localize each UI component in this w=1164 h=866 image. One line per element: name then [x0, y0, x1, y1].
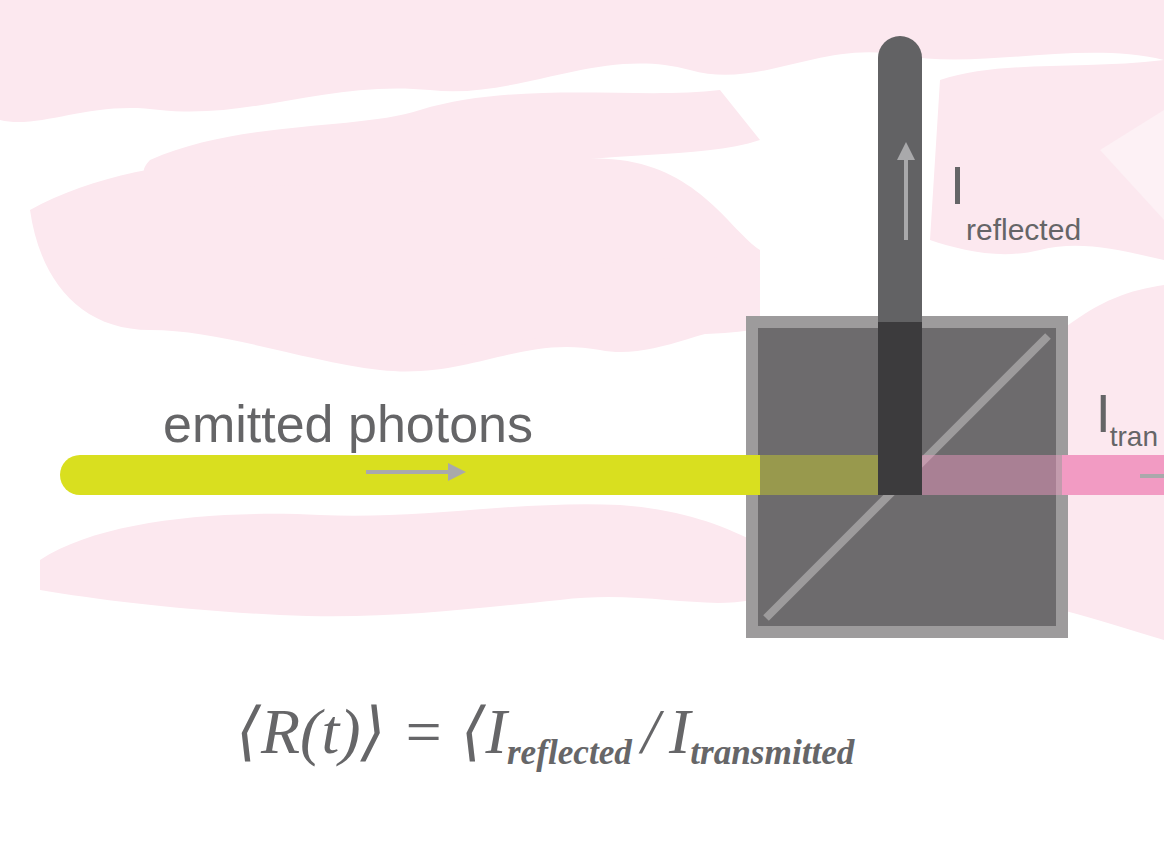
intensity-symbol: I: [1096, 386, 1111, 440]
formula-subscript: transmitted: [690, 735, 854, 770]
intensity-symbol: I: [950, 158, 965, 212]
formula-subscript: reflected: [507, 735, 632, 770]
formula-symbol: I: [669, 700, 690, 764]
intensity-subscript: reflected: [966, 215, 1081, 245]
formula-text: ⟨R(t)⟩ = ⟨: [236, 700, 486, 764]
formula-symbol: I: [486, 700, 507, 764]
reflected-beam: [878, 36, 922, 322]
beam-label: emitted photons: [163, 398, 533, 450]
ratio-formula: ⟨R(t)⟩ = ⟨Ireflected/Itransmitted: [236, 700, 854, 764]
transmitted-beam: [1062, 455, 1164, 495]
beam-splitter-cube: [752, 322, 1062, 632]
background-blobs: [0, 0, 1164, 640]
intensity-subscript: tran: [1110, 423, 1158, 451]
formula-operator: /: [642, 700, 660, 764]
incident-beam: [60, 455, 760, 495]
